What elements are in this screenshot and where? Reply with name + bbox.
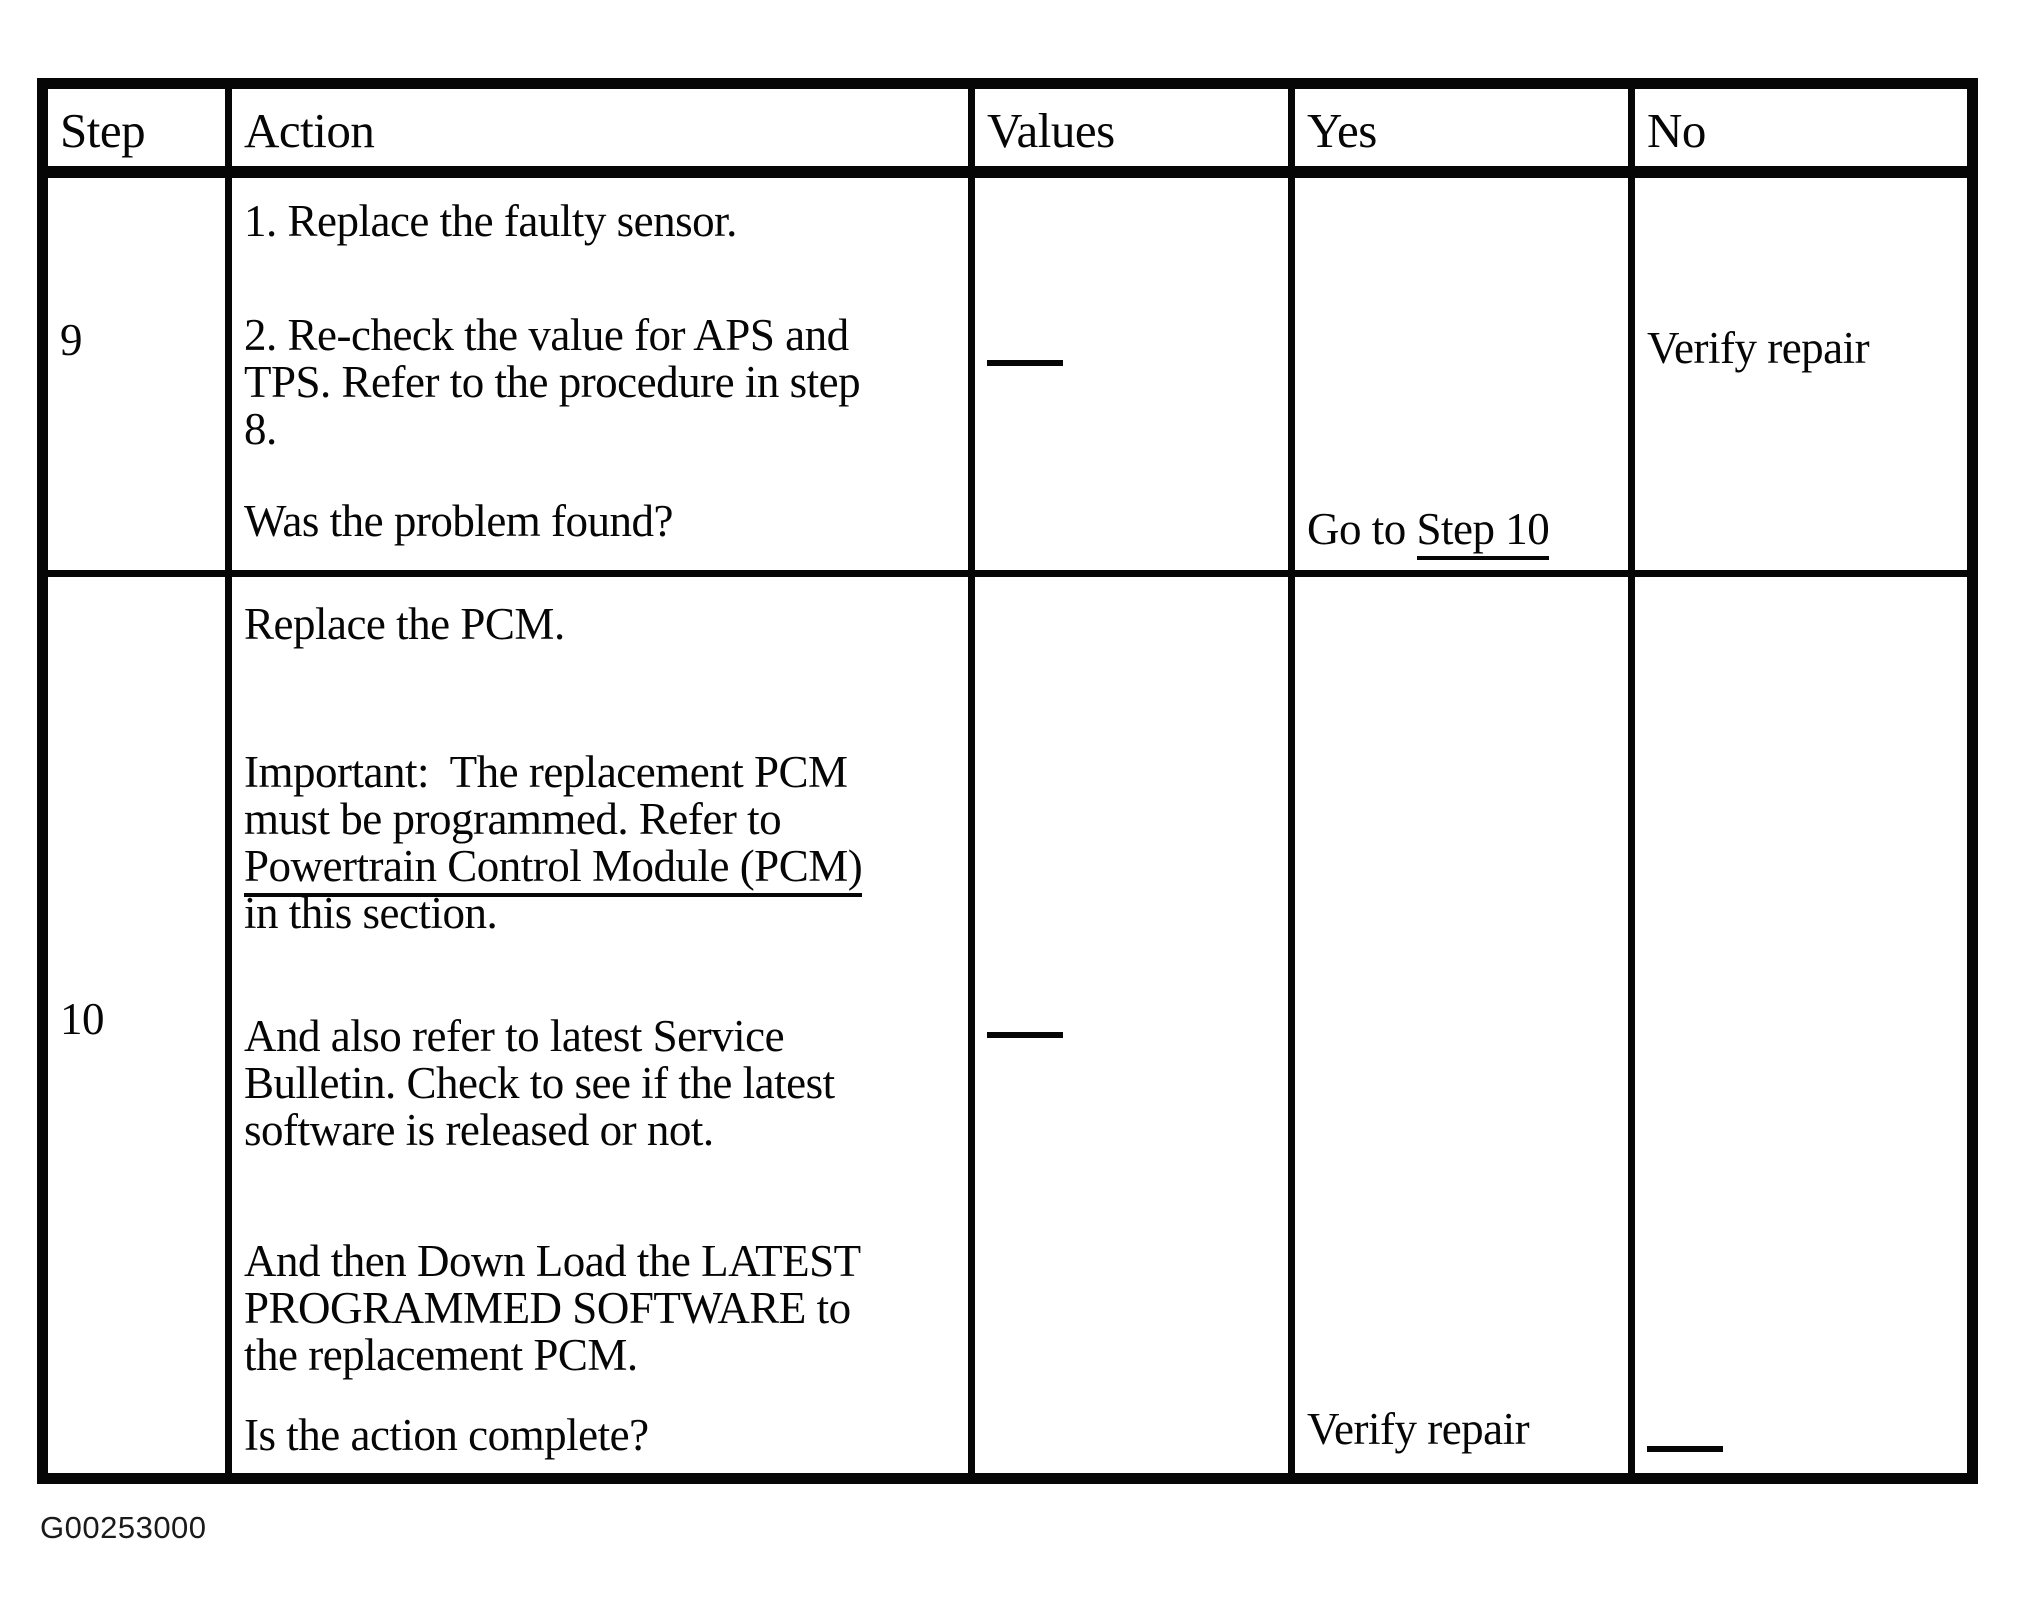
- header-cell-step: Step: [48, 89, 232, 178]
- diagnostic-step-table: Step Action Values Yes No 9 1. Replace t…: [37, 78, 1978, 1484]
- values-blank-line: [987, 1032, 1063, 1038]
- table-row-step10-step-cell: 10: [48, 577, 232, 1473]
- figure-id-label: G00253000: [40, 1510, 207, 1545]
- action-paragraph: Important: The replacement PCM must be p…: [244, 702, 863, 938]
- table-row-step10-no-cell: [1635, 577, 1967, 1473]
- step-number: 9: [60, 315, 83, 365]
- important-note-text: Important: The replacement PCM must be p…: [244, 747, 848, 844]
- header-cell-no: No: [1635, 89, 1967, 178]
- header-cell-yes: Yes: [1295, 89, 1635, 178]
- column-header-step: Step: [60, 103, 146, 158]
- action-question: Was the problem found?: [244, 496, 674, 546]
- action-paragraph: And then Down Load the LATEST PROGRAMMED…: [244, 1236, 861, 1380]
- header-cell-action: Action: [232, 89, 975, 178]
- values-blank-line: [987, 360, 1063, 366]
- action-paragraph: 1. Replace the faulty sensor.: [244, 196, 737, 246]
- table-row-step9-yes-cell: Go to Step 10: [1295, 178, 1635, 577]
- column-header-values: Values: [987, 103, 1115, 158]
- yes-outcome: Verify repair: [1307, 1404, 1530, 1454]
- action-paragraph: Replace the PCM.: [244, 599, 565, 649]
- column-header-action: Action: [244, 103, 375, 158]
- action-paragraph: And also refer to latest Service Bulleti…: [244, 1011, 835, 1155]
- pcm-reference-link[interactable]: Powertrain Control Module (PCM): [244, 841, 863, 897]
- table-row-step9-values-cell: [975, 178, 1295, 577]
- header-cell-values: Values: [975, 89, 1295, 178]
- table-row-step10-action-cell: Replace the PCM. Important: The replacem…: [232, 577, 975, 1473]
- column-header-yes: Yes: [1307, 103, 1377, 158]
- table-row-step9-action-cell: 1. Replace the faulty sensor. 2. Re-chec…: [232, 178, 975, 577]
- table-row-step9-no-cell: Verify repair: [1635, 178, 1967, 577]
- table-row-step10-values-cell: [975, 577, 1295, 1473]
- no-blank-line: [1647, 1446, 1723, 1452]
- action-paragraph: 2. Re-check the value for APS and TPS. R…: [244, 310, 861, 454]
- step10-reference-link[interactable]: Step 10: [1416, 504, 1550, 560]
- no-outcome: Verify repair: [1647, 323, 1870, 373]
- step-number: 10: [60, 994, 105, 1044]
- yes-outcome: Go to Step 10: [1307, 459, 1550, 560]
- table-row-step10-yes-cell: Verify repair: [1295, 577, 1635, 1473]
- important-note-text-end: in this section.: [244, 888, 498, 938]
- action-question: Is the action complete?: [244, 1410, 649, 1460]
- table-row-step9-step-cell: 9: [48, 178, 232, 577]
- column-header-no: No: [1647, 103, 1706, 158]
- goto-prefix: Go to: [1307, 504, 1417, 554]
